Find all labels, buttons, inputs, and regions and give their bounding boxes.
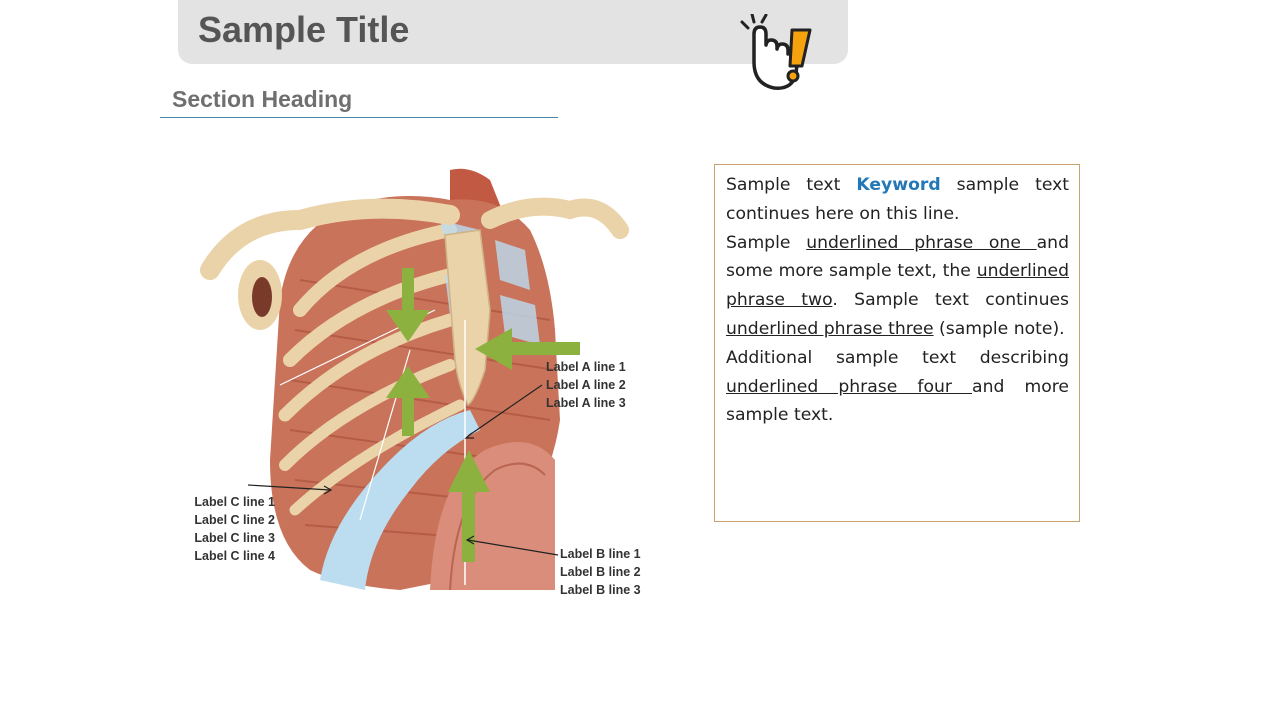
paragraph-pressure-difference: Additional sample text describing underl…: [726, 347, 1069, 426]
paragraph-exhalation: Sample text Keyword sample text continue…: [726, 175, 1070, 224]
keyword-espiracion: Keyword: [856, 175, 941, 195]
section-subtitle: Section Heading: [172, 86, 353, 112]
arrow-up-lower-ribs: [386, 366, 430, 436]
title-banner: Sample Title: [178, 0, 848, 64]
explanation-textbox: Sample text Keyword sample text continue…: [714, 164, 1080, 522]
subtitle-underline: [160, 117, 558, 118]
intercostal-label: Label C line 1 Label C line 2 Label C li…: [194, 495, 275, 563]
sternum-label: Label A line 1 Label A line 2 Label A li…: [546, 360, 626, 410]
arrow-down-upper-ribs: [386, 268, 430, 342]
diaphragm-label: Label B line 1 Label B line 2 Label B li…: [560, 547, 641, 597]
page-title: Sample Title: [198, 9, 410, 50]
arrow-left-sternum: [475, 328, 580, 370]
hand-pointer-warning-icon: [740, 14, 812, 90]
arrow-up-diaphragm: [448, 450, 490, 562]
paragraph-relaxation: Sample underlined phrase one and some mo…: [726, 232, 1069, 339]
rib-cage-illustration: [200, 168, 629, 591]
